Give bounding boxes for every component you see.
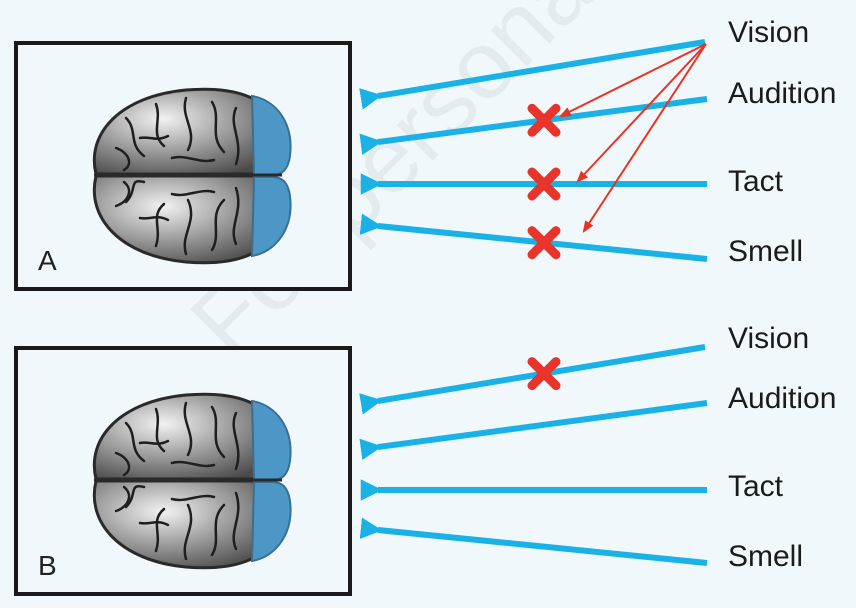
sense-label-smell: Smell [728, 235, 804, 268]
redirect-arrow-tact [576, 43, 707, 183]
blocked-cross-icon [527, 103, 561, 137]
sense-label-vision: Vision [728, 16, 810, 49]
sense-label-vision: Vision [728, 322, 810, 355]
panel-label: A [38, 245, 57, 276]
blocked-cross-icon [527, 167, 561, 201]
sense-label-smell: Smell [728, 540, 804, 573]
blocked-cross-icon [527, 226, 561, 260]
brain-icon [92, 87, 292, 265]
blocked-cross-icon [527, 357, 561, 391]
redirect-arrow-audition [558, 43, 707, 118]
sense-label-tact: Tact [728, 470, 784, 503]
panel-b: B [14, 346, 352, 596]
pathway-arrow-vision [359, 39, 706, 110]
panel-a: A [14, 41, 352, 291]
brain-icon [92, 392, 292, 570]
panel-label: B [38, 550, 57, 581]
pathway-arrow-audition [359, 400, 708, 460]
redirect-arrow-smell [582, 43, 707, 234]
sense-label-audition: Audition [728, 77, 837, 110]
pathway-arrow-smell [359, 517, 708, 566]
sense-label-audition: Audition [728, 382, 837, 415]
sense-label-tact: Tact [728, 165, 784, 198]
